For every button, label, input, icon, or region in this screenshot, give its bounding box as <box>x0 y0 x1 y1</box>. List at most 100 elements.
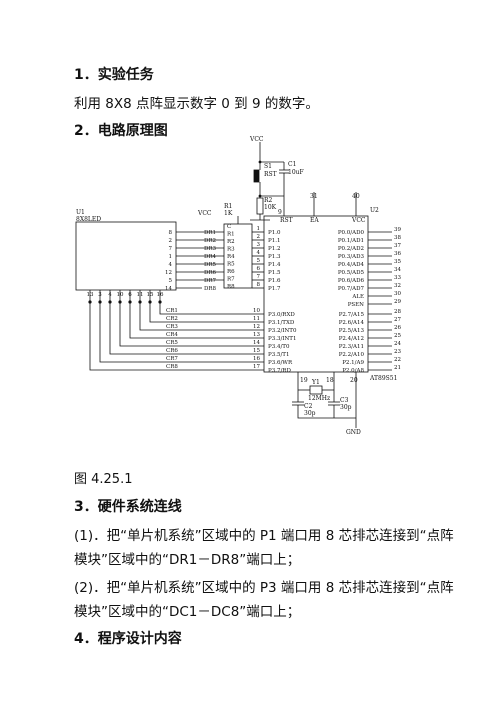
p2-pin-number: 27 <box>394 317 401 323</box>
p3-pin-number: 16 <box>253 356 260 362</box>
p1-pin-label: P1.0 <box>268 230 281 236</box>
resnet-pin-label: R3 <box>227 247 235 253</box>
dr-label: DR7 <box>204 278 217 284</box>
led-column-pin: 3 <box>98 292 102 298</box>
figure-caption: 图 4.25.1 <box>74 472 133 487</box>
cr-label: CR2 <box>166 316 178 322</box>
p0-pin-label: P0.3/AD3 <box>338 254 365 260</box>
dr-label: DR8 <box>204 286 217 292</box>
led-row-pin: 1 <box>169 254 173 260</box>
p2-pin-label: P2.2/A10 <box>339 352 365 358</box>
s1-label: S1 <box>264 163 272 170</box>
resnet-pin-label: R5 <box>227 262 235 268</box>
led-column-pin: 4 <box>108 292 112 298</box>
p0-pin-label: P0.5/AD5 <box>338 270 365 276</box>
led-row-pin: 4 <box>169 262 173 268</box>
p0-pin-number: 36 <box>394 251 401 257</box>
dr-label: DR4 <box>204 254 217 260</box>
led-row-pin: 7 <box>169 246 173 252</box>
p2-pin-label: P2.0/A8 <box>342 368 364 374</box>
heading-program: 4．程序设计内容 <box>74 631 182 647</box>
p0-pin-label: P0.4/AD4 <box>338 262 365 268</box>
resnet-pin-label: C <box>227 224 231 230</box>
pin-40: 40 <box>352 193 360 200</box>
p1-pin-number: 2 <box>257 234 261 240</box>
p2-pin-label: P2.6/A14 <box>339 320 365 326</box>
resnet-pin-label: R7 <box>227 277 235 283</box>
c2-value: 30p <box>304 410 316 417</box>
led-column-pin: 6 <box>128 292 132 298</box>
p3-pin-label: P3.2/INT0 <box>268 328 297 334</box>
ea-pin-label: EA <box>310 217 319 224</box>
u1-name: 8X8LED <box>76 216 101 223</box>
p0-pin-number: 29 <box>394 299 401 305</box>
resnet-pin-label: R8 <box>227 284 235 290</box>
p3-pin-number: 17 <box>253 364 260 370</box>
p3-pin-number: 12 <box>253 324 260 330</box>
wiring-step2-line1: (2)．把“单片机系统”区域中的 P3 端口用 8 芯排芯连接到“点阵 <box>74 580 454 596</box>
pin-31: 31 <box>310 193 318 200</box>
rst-pin-label: RST <box>280 217 293 224</box>
dr-label: DR1 <box>204 230 216 236</box>
p0-pin-number: 39 <box>394 227 401 233</box>
p0-pin-number: 38 <box>394 235 401 241</box>
vcc-pin-label: VCC <box>351 217 366 224</box>
heading-circuit: 2．电路原理图 <box>74 123 168 139</box>
led-column-pin: 10 <box>117 292 124 298</box>
p1-pin-number: 4 <box>257 250 261 256</box>
p0-pin-number: 30 <box>394 291 401 297</box>
dr-label: DR6 <box>204 270 217 276</box>
p1-pin-number: 3 <box>257 242 261 248</box>
p0-pin-label: ALE <box>351 294 364 300</box>
p2-pin-label: P2.1/A9 <box>342 360 364 366</box>
p2-pin-number: 22 <box>394 357 401 363</box>
p2-pin-label: P2.7/A15 <box>339 312 365 318</box>
dr-label: DR5 <box>204 262 217 268</box>
p1-pin-label: P1.7 <box>268 286 281 292</box>
p1-pin-number: 1 <box>257 226 261 232</box>
led-row-pin: 12 <box>165 270 172 276</box>
cr-label: CR6 <box>166 348 178 354</box>
p1-pin-label: P1.3 <box>268 254 281 260</box>
cr-label: CR4 <box>166 332 178 338</box>
p0-pin-label: P0.1/AD1 <box>338 238 364 244</box>
r1-label: R1 <box>224 203 232 210</box>
heading-wiring: 3．硬件系统连线 <box>74 499 182 515</box>
crystal-value: 12MHz <box>308 395 330 402</box>
p3-pin-number: 14 <box>253 340 260 346</box>
led-row-pin: 2 <box>169 238 173 244</box>
p0-pin-label: PSEN <box>348 302 364 308</box>
p1-pin-label: P1.1 <box>268 238 280 244</box>
cr-label: CR8 <box>166 364 178 370</box>
crystal-label: Y1 <box>311 379 320 386</box>
resnet-pin-label: R2 <box>227 239 235 245</box>
p0-pin-label: P0.6/AD6 <box>338 278 365 284</box>
p3-pin-number: 13 <box>253 332 260 338</box>
pin-18: 18 <box>326 377 334 384</box>
task-description: 利用 8X8 点阵显示数字 0 到 9 的数字。 <box>74 96 319 112</box>
c1-label: C1 <box>288 161 296 168</box>
c3-label: C3 <box>340 397 349 404</box>
chip-name: AT89S51 <box>369 375 397 382</box>
p2-pin-number: 23 <box>394 349 401 355</box>
p1-pin-number: 7 <box>257 274 261 280</box>
r2-value: 10K <box>264 204 277 211</box>
rst-label: RST <box>264 171 277 178</box>
led-column-pin: 13 <box>87 292 94 298</box>
p1-pin-number: 8 <box>257 282 261 288</box>
p0-pin-number: 34 <box>394 267 401 273</box>
p2-pin-label: P2.4/A12 <box>339 336 364 342</box>
resnet-pin-label: R4 <box>227 254 235 260</box>
led-column-pin: 15 <box>147 292 154 298</box>
led-column-pin: 16 <box>157 292 164 298</box>
led-column-pin: 11 <box>137 292 144 298</box>
p0-pin-number: 32 <box>394 283 401 289</box>
wiring-step2-line2: 模块”区域中的“DC1－DC8”端口上； <box>74 604 301 620</box>
vcc-r1-label: VCC <box>197 210 212 217</box>
vcc-label: VCC <box>249 136 264 143</box>
p2-pin-number: 24 <box>394 341 401 347</box>
gnd-label: GND <box>346 429 361 436</box>
p3-pin-label: P3.3/INT1 <box>268 336 296 342</box>
c3-value: 30p <box>340 404 352 411</box>
p3-pin-label: P3.5/T1 <box>268 352 289 358</box>
